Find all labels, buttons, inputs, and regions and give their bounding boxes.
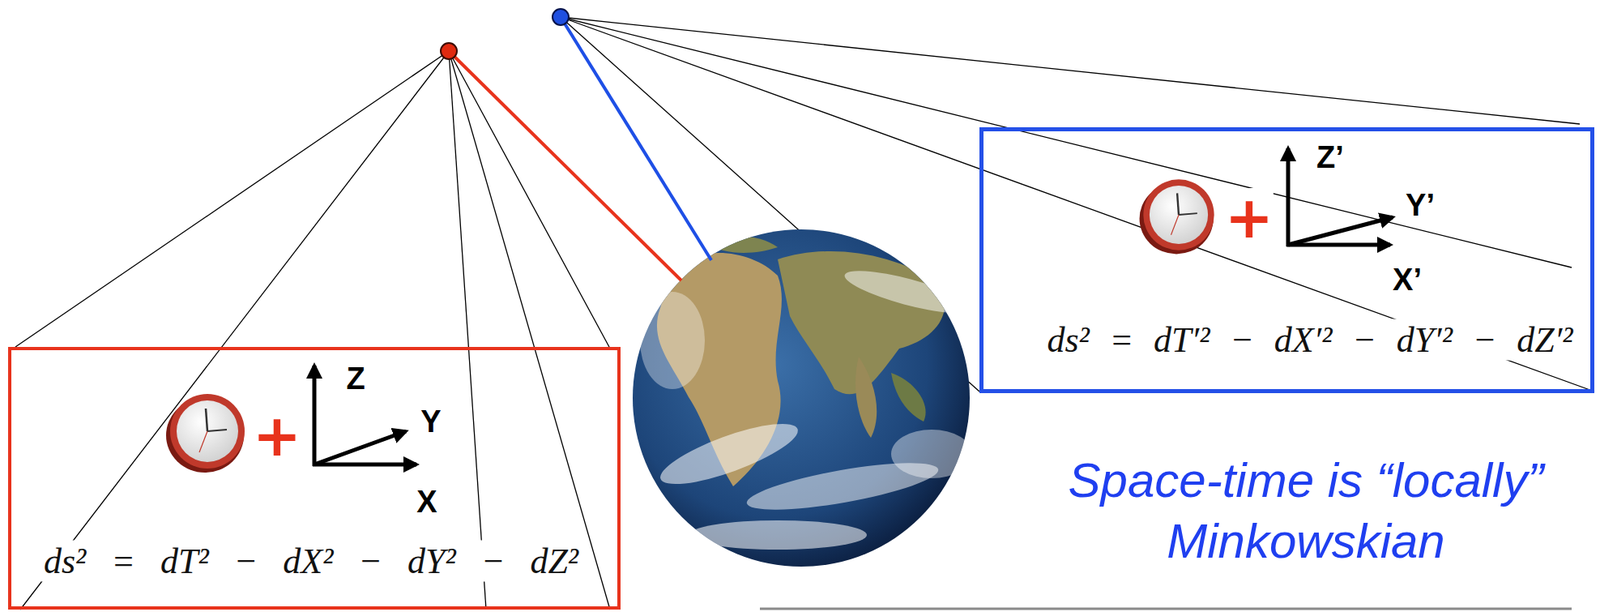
plus-sign: + <box>1224 187 1274 247</box>
clock-icon <box>166 393 245 473</box>
view-line <box>448 51 487 610</box>
earth-ocean <box>632 229 970 567</box>
cloud <box>891 429 973 478</box>
clock-hand <box>205 408 208 431</box>
axis-label: Y’ <box>1403 187 1438 223</box>
clock-rim <box>1143 179 1214 250</box>
cloud <box>841 262 974 321</box>
blue-observer-dot <box>552 8 569 26</box>
axis-label: X <box>413 484 440 520</box>
clock-hand <box>1177 192 1179 215</box>
cloud <box>688 520 867 550</box>
axis-label: Y <box>418 404 444 440</box>
rule-line <box>759 607 1572 611</box>
plus-sign: + <box>252 405 302 465</box>
view-line <box>448 51 611 610</box>
cloud <box>640 291 705 389</box>
clock-icon <box>1139 179 1215 254</box>
continent <box>891 372 926 422</box>
red-observer-line <box>448 51 682 281</box>
continent <box>704 235 778 253</box>
clock-face <box>1149 185 1208 244</box>
axes <box>312 148 1393 466</box>
view-line <box>560 17 1580 124</box>
axis-arrow <box>1286 148 1291 247</box>
cloud <box>654 412 804 496</box>
clock-hand <box>207 429 227 431</box>
metric-equation: ds² = dT′² − dX′² − dY′² − dZ′² <box>1045 319 1576 361</box>
caption-note: Space-time is “locally” Minkowskian <box>1054 449 1558 572</box>
axis-label: Z’ <box>1314 140 1347 175</box>
view-line <box>20 51 449 610</box>
axis-arrow <box>314 430 406 465</box>
axis-label: X’ <box>1390 262 1425 298</box>
axis-arrow <box>312 365 317 466</box>
frame-box: Z’ + Y’ X’ ds² = dT′² − dX′² − dY′² − dZ′² <box>979 127 1595 393</box>
clock-hand <box>199 430 208 453</box>
frame-box: Z + Y Xds² = dT² − dX² − dY² − dZ² <box>8 346 621 610</box>
view-line <box>560 17 1572 268</box>
view-lines <box>15 17 1595 610</box>
axis-arrow <box>1288 217 1393 245</box>
earth-land <box>640 235 973 550</box>
blue-observer-line <box>560 17 712 261</box>
clock-hand <box>1178 213 1198 215</box>
axis-label: Z <box>343 361 367 397</box>
view-line <box>15 51 449 347</box>
clock-hand <box>1171 214 1180 235</box>
axis-arrow <box>312 462 417 467</box>
view-line <box>448 51 610 347</box>
earth-globe <box>632 229 973 567</box>
clock-rim <box>170 393 245 469</box>
clock-face <box>176 400 239 462</box>
metric-equation: ds² = dT² − dX² − dY² − dZ² <box>41 540 581 582</box>
continent <box>855 356 877 438</box>
red-observer-dot <box>440 42 457 60</box>
axis-arrow <box>1286 243 1391 248</box>
